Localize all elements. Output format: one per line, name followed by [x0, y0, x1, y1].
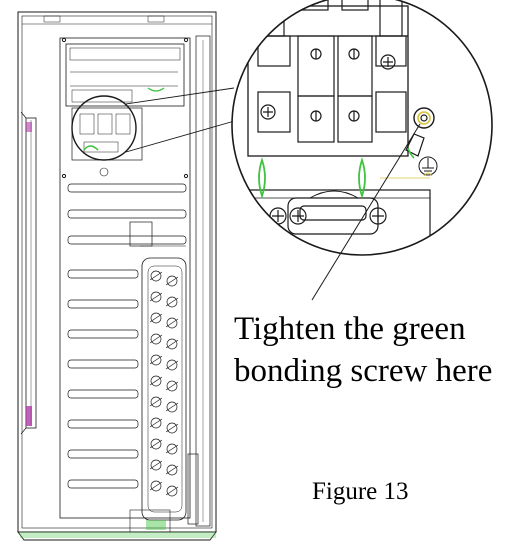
pipe-fitting: [166, 338, 178, 350]
pipe-fitting: [166, 359, 178, 371]
pipe-fitting: [150, 375, 162, 387]
pipe-fitting-stem: [165, 318, 179, 328]
pipe-fitting-stem: [165, 276, 179, 286]
pipe-fitting: [166, 275, 178, 287]
pipe-fitting-stem: [165, 423, 179, 433]
pipe-fitting-stem: [149, 439, 163, 449]
pipe-fitting-stem: [165, 402, 179, 412]
pipe-fitting-stem: [149, 460, 163, 470]
pipe-fitting-stem: [149, 355, 163, 365]
pipe-fitting: [150, 333, 162, 345]
color-accents: [20, 87, 216, 538]
pipe-fitting: [166, 485, 178, 497]
callout-text-line-2: bonding screw here: [234, 353, 493, 389]
pipe-fitting: [150, 459, 162, 471]
pipe-fitting-stem: [165, 381, 179, 391]
pipe-fitting: [150, 417, 162, 429]
pipe-fitting-stem: [149, 334, 163, 344]
pipe-fitting-stem: [149, 418, 163, 428]
pipe-fitting: [150, 270, 162, 282]
pipe-fitting-stem: [149, 376, 163, 386]
pipe-fitting: [150, 396, 162, 408]
pipe-fitting: [150, 291, 162, 303]
pipe-fitting: [150, 480, 162, 492]
pipe-fitting: [150, 354, 162, 366]
pipe-fitting-stem: [165, 444, 179, 454]
zoom-source-circle: [71, 87, 239, 161]
pipe-fitting: [150, 438, 162, 450]
pipe-fitting-stem: [165, 339, 179, 349]
pipe-fitting: [166, 401, 178, 413]
pipe-fitting-stem: [149, 271, 163, 281]
pipe-fitting: [166, 317, 178, 329]
pipe-fitting: [166, 380, 178, 392]
detail-magnified-view: [231, 0, 493, 256]
pipe-fitting-stem: [149, 292, 163, 302]
pipe-fitting-stem: [165, 486, 179, 496]
pipe-fitting-stem: [165, 360, 179, 370]
pipe-fitting: [166, 443, 178, 455]
pipe-fitting-stem: [149, 313, 163, 323]
pipe-fitting-stem: [165, 297, 179, 307]
refrigerant-fittings: [149, 270, 179, 497]
callout-text-line-1: Tighten the green: [234, 311, 466, 347]
pipe-fitting-stem: [149, 397, 163, 407]
pipe-fitting: [166, 464, 178, 476]
pipe-fitting-stem: [149, 481, 163, 491]
pipe-fitting: [166, 422, 178, 434]
figure-label: Figure 13: [312, 478, 409, 505]
pipe-fitting: [150, 312, 162, 324]
outdoor-unit: [17, 11, 217, 541]
pipe-fitting: [166, 296, 178, 308]
pipe-fitting-stem: [165, 465, 179, 475]
callout-leader-line: [311, 123, 421, 301]
